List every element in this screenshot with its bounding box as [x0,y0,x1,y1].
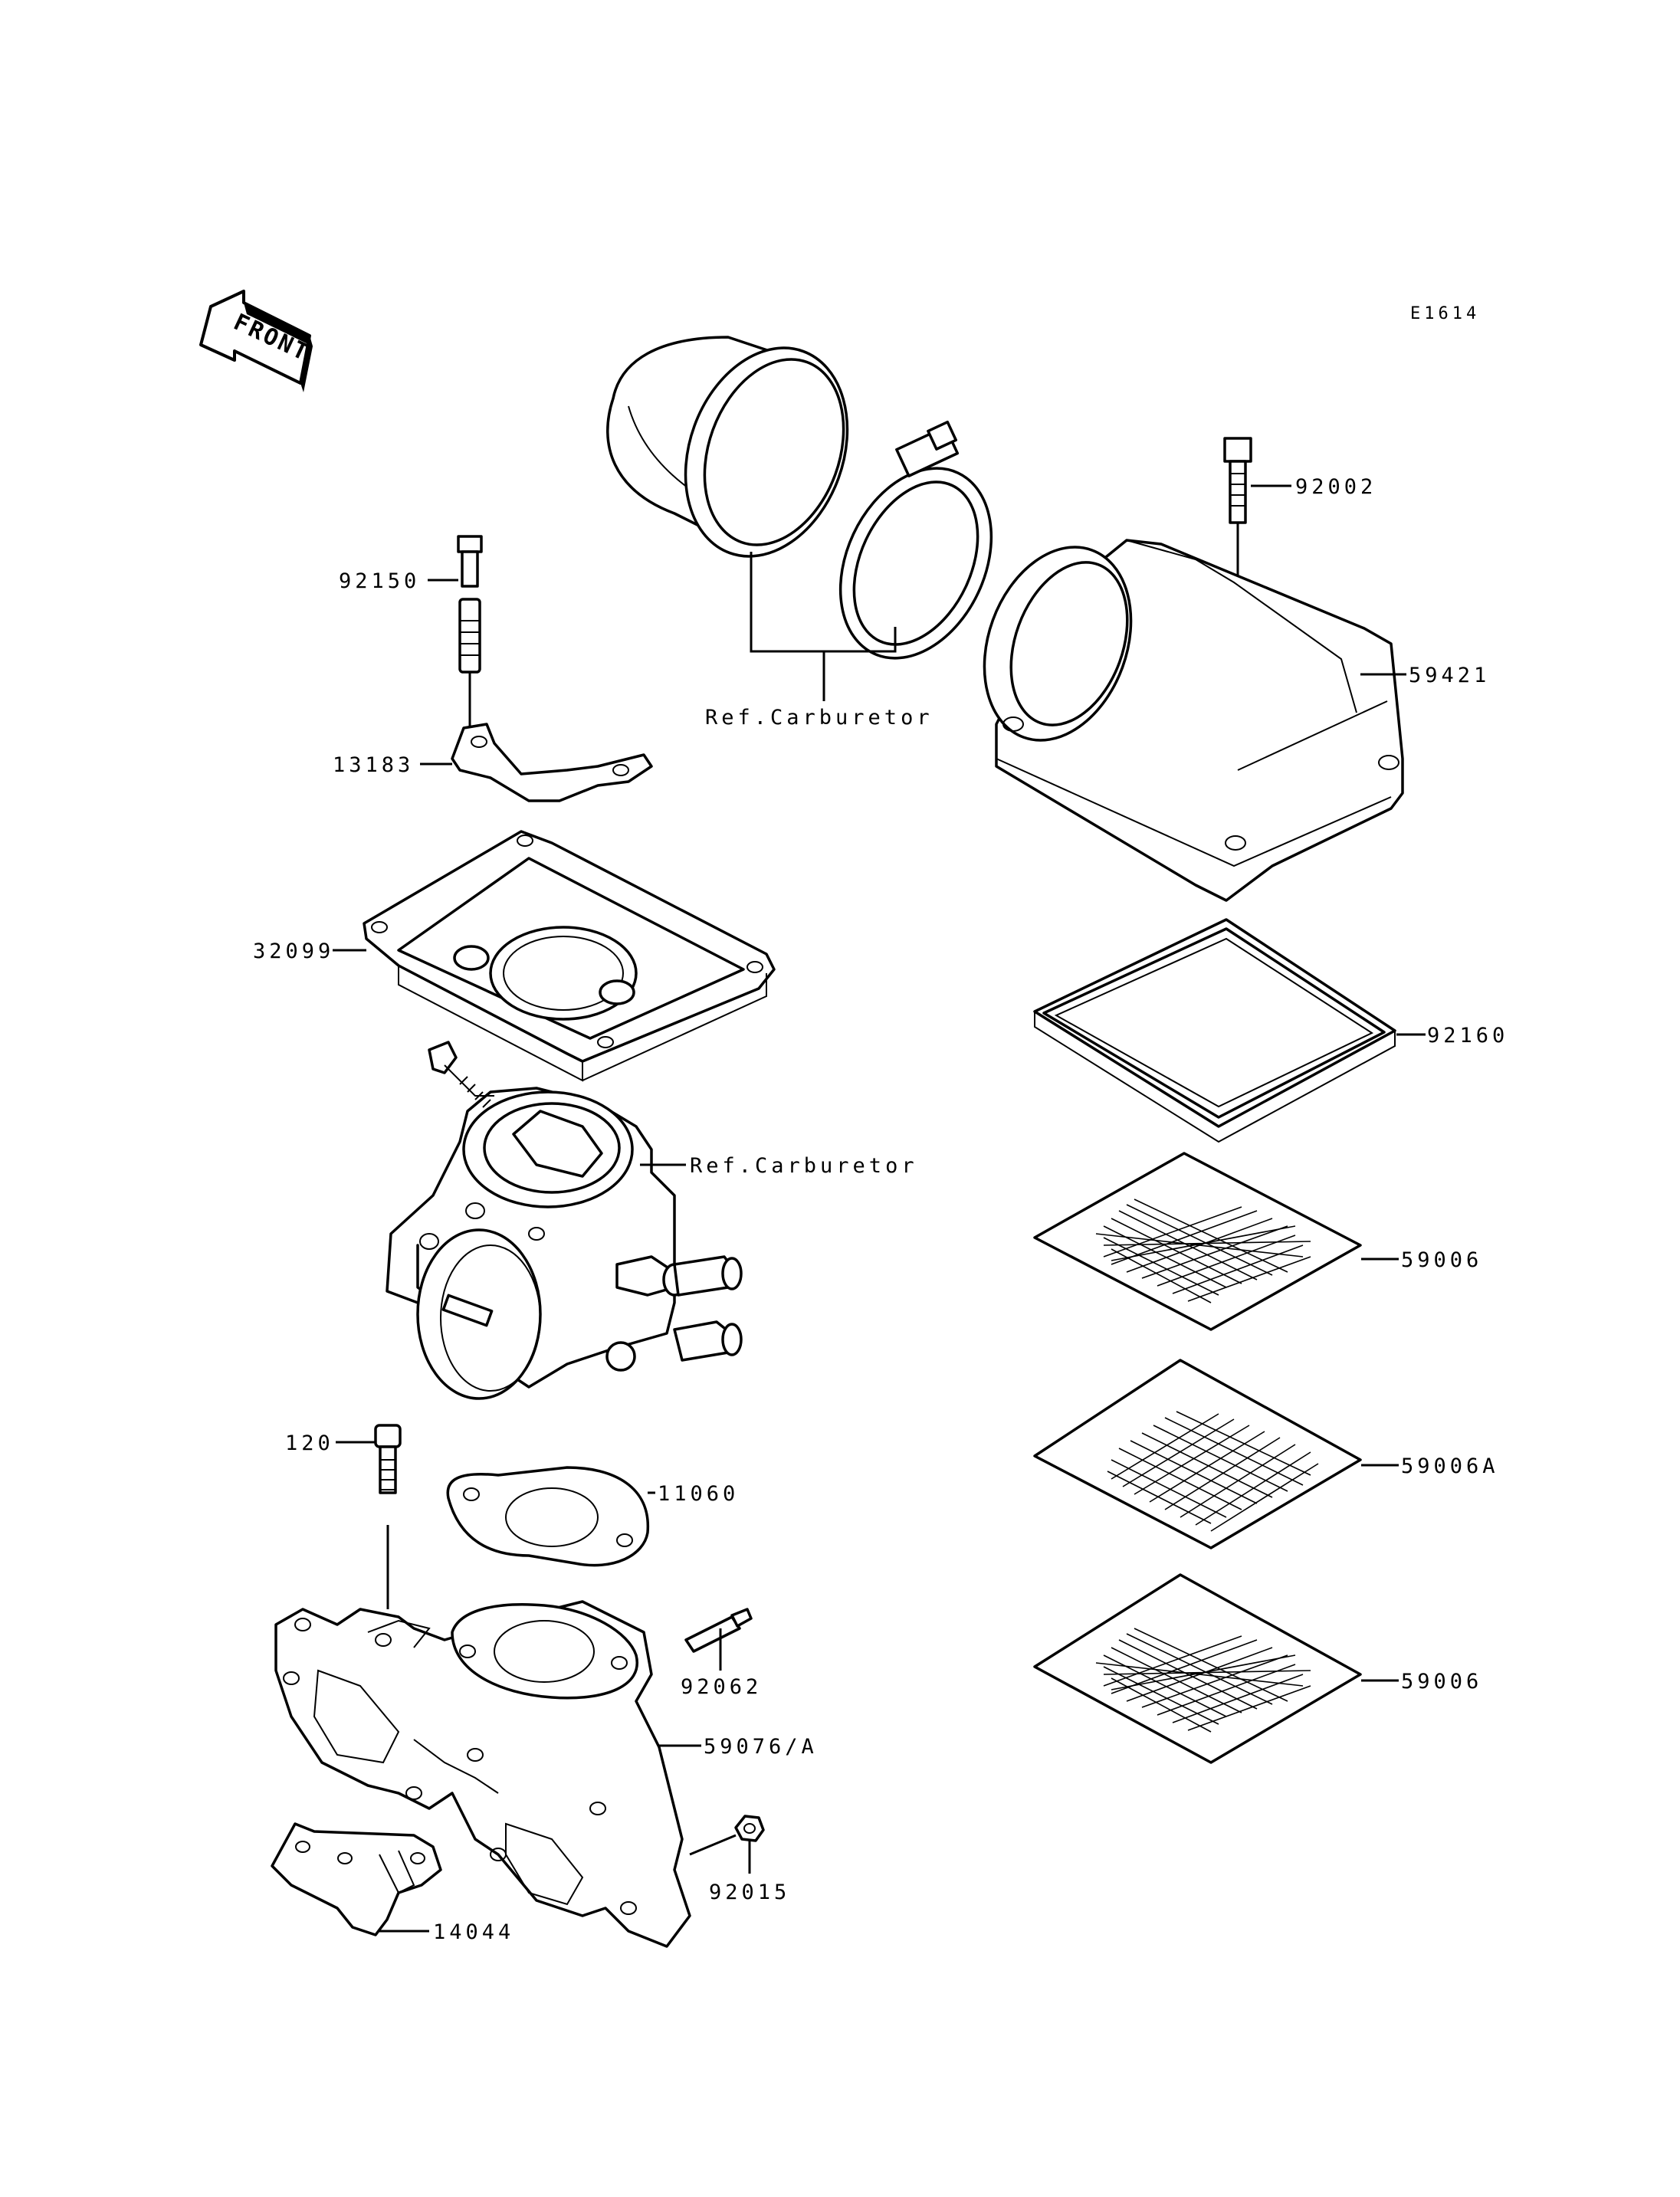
label-92150: 92150 [339,569,420,593]
label-59006a: 59006A [1401,1454,1499,1478]
bracket-14044 [271,1822,442,1936]
label-92015: 92015 [709,1881,790,1904]
bolt-120 [374,1424,402,1494]
bolt-92002 [1223,437,1252,524]
label-11060: 11060 [658,1482,739,1506]
hose-clamp [838,420,993,660]
leader-ref-carb-top [750,552,897,701]
front-arrow-icon: FRONT [199,290,314,392]
air-box-cover [983,539,1404,902]
figure-code: E1614 [1410,304,1480,323]
bolt-92150 [457,535,483,674]
label-59006-a: 59006 [1401,1248,1482,1272]
label-59076: 59076/A [704,1735,818,1759]
label-ref-carb-mid: Ref.Carburetor [690,1154,918,1178]
label-120: 120 [285,1431,334,1455]
seal-92160 [1033,918,1396,1143]
air-duct [606,336,849,558]
screen-59006-b [1033,1573,1362,1764]
label-32099: 32099 [253,939,334,963]
screen-59006a [1033,1359,1362,1549]
label-14044: 14044 [433,1920,514,1944]
label-59006-b: 59006 [1401,1670,1482,1694]
label-ref-carb-top: Ref.Carburetor [705,706,934,730]
gasket-11060 [446,1466,649,1567]
fitting-92062 [684,1608,753,1653]
label-92062: 92062 [681,1675,762,1699]
manifold-59076 [274,1600,691,1948]
label-13183: 13183 [333,753,414,777]
nut-92015 [734,1815,765,1842]
bracket-13183 [451,723,653,802]
screen-59006-a [1033,1152,1362,1331]
label-92002: 92002 [1295,475,1376,499]
carburetor [386,1041,743,1400]
label-59421: 59421 [1409,664,1490,687]
label-92160: 92160 [1427,1024,1508,1048]
case-32099 [363,830,776,1082]
